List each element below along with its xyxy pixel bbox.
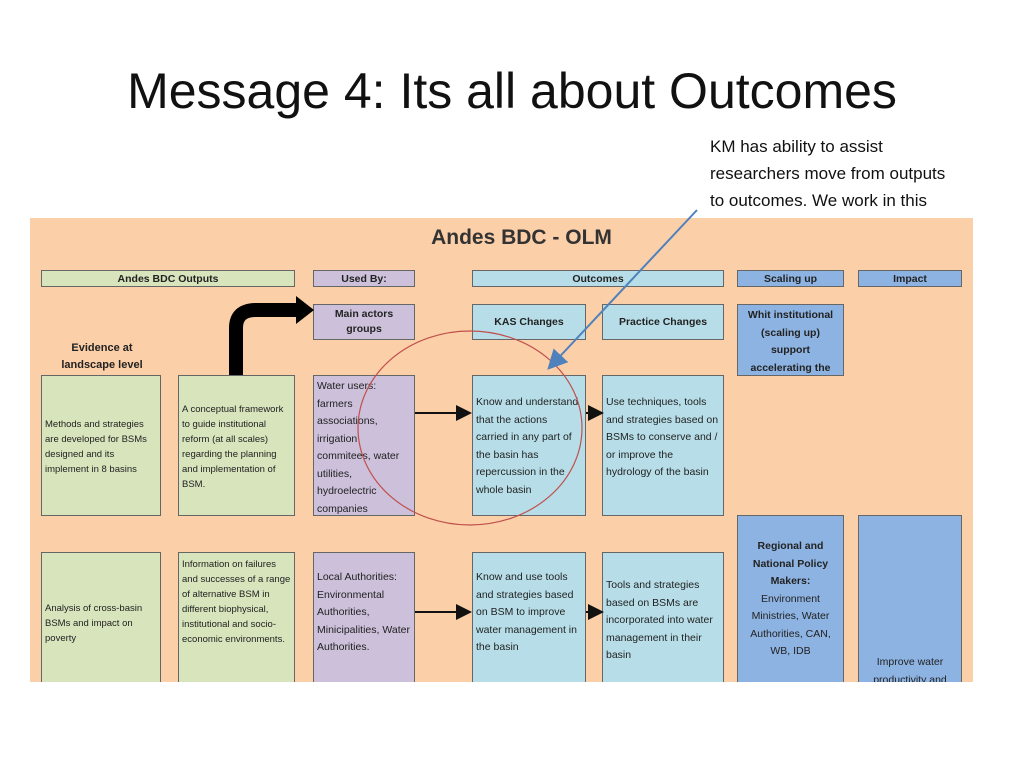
header-impact: Impact	[858, 270, 962, 287]
bent-arrow-outline	[229, 303, 296, 375]
slide-title: Message 4: Its all about Outcomes	[127, 63, 897, 119]
row2-kas-box: Know and use tools and strategies based …	[472, 552, 586, 682]
main-actors-label: Main actors groups	[334, 308, 394, 335]
row2-output-box: Analysis of cross-basin BSMs and impact …	[41, 552, 161, 682]
diagram-connectors	[229, 296, 604, 620]
row1-output-text: Methods and strategies are developed for…	[45, 418, 147, 475]
regional-policy-makers-box: Regional and National Policy Makers: Env…	[737, 515, 844, 682]
row1-users-box: Water users: farmers associations, irrig…	[313, 375, 415, 516]
row1-framework-text: A conceptual framework to guide institut…	[182, 403, 284, 490]
row1-practice-box: Use techniques, tools and strategies bas…	[602, 375, 724, 516]
header-outputs: Andes BDC Outputs	[41, 270, 295, 287]
row2-framework-box: Information on failures and successes of…	[178, 552, 295, 682]
header-used-by: Used By:	[313, 270, 415, 287]
row1-kas-box: Know and understand that the actions car…	[472, 375, 586, 516]
row2-output-text: Analysis of cross-basin BSMs and impact …	[45, 602, 143, 644]
row2-practice-box: Tools and strategies based on BSMs are i…	[602, 552, 724, 682]
row1-framework-box: A conceptual framework to guide institut…	[178, 375, 295, 516]
row1-output-box: Methods and strategies are developed for…	[41, 375, 161, 516]
institutional-support-box: Whit institutional (scaling up) support …	[737, 304, 844, 376]
header-scaling-up: Scaling up	[737, 270, 844, 287]
regional-policy-body: Environment Ministries, Water Authoritie…	[750, 592, 831, 658]
evidence-label: Evidence at landscape level	[61, 342, 143, 371]
bent-arrow-head	[296, 296, 314, 324]
olm-diagram-panel: Andes BDC - OLM Andes BDC Outputs Used B…	[30, 218, 973, 682]
kas-changes-label: KAS Changes	[494, 315, 564, 328]
impact-box: Improve water productivity and	[858, 515, 962, 682]
row2-users-box: Local Authorities: Environmental Authori…	[313, 552, 415, 682]
main-actors-box: Main actors groups	[313, 304, 415, 340]
highlight-circle	[357, 330, 583, 526]
regional-policy-title: Regional and National Policy Makers:	[752, 540, 829, 587]
